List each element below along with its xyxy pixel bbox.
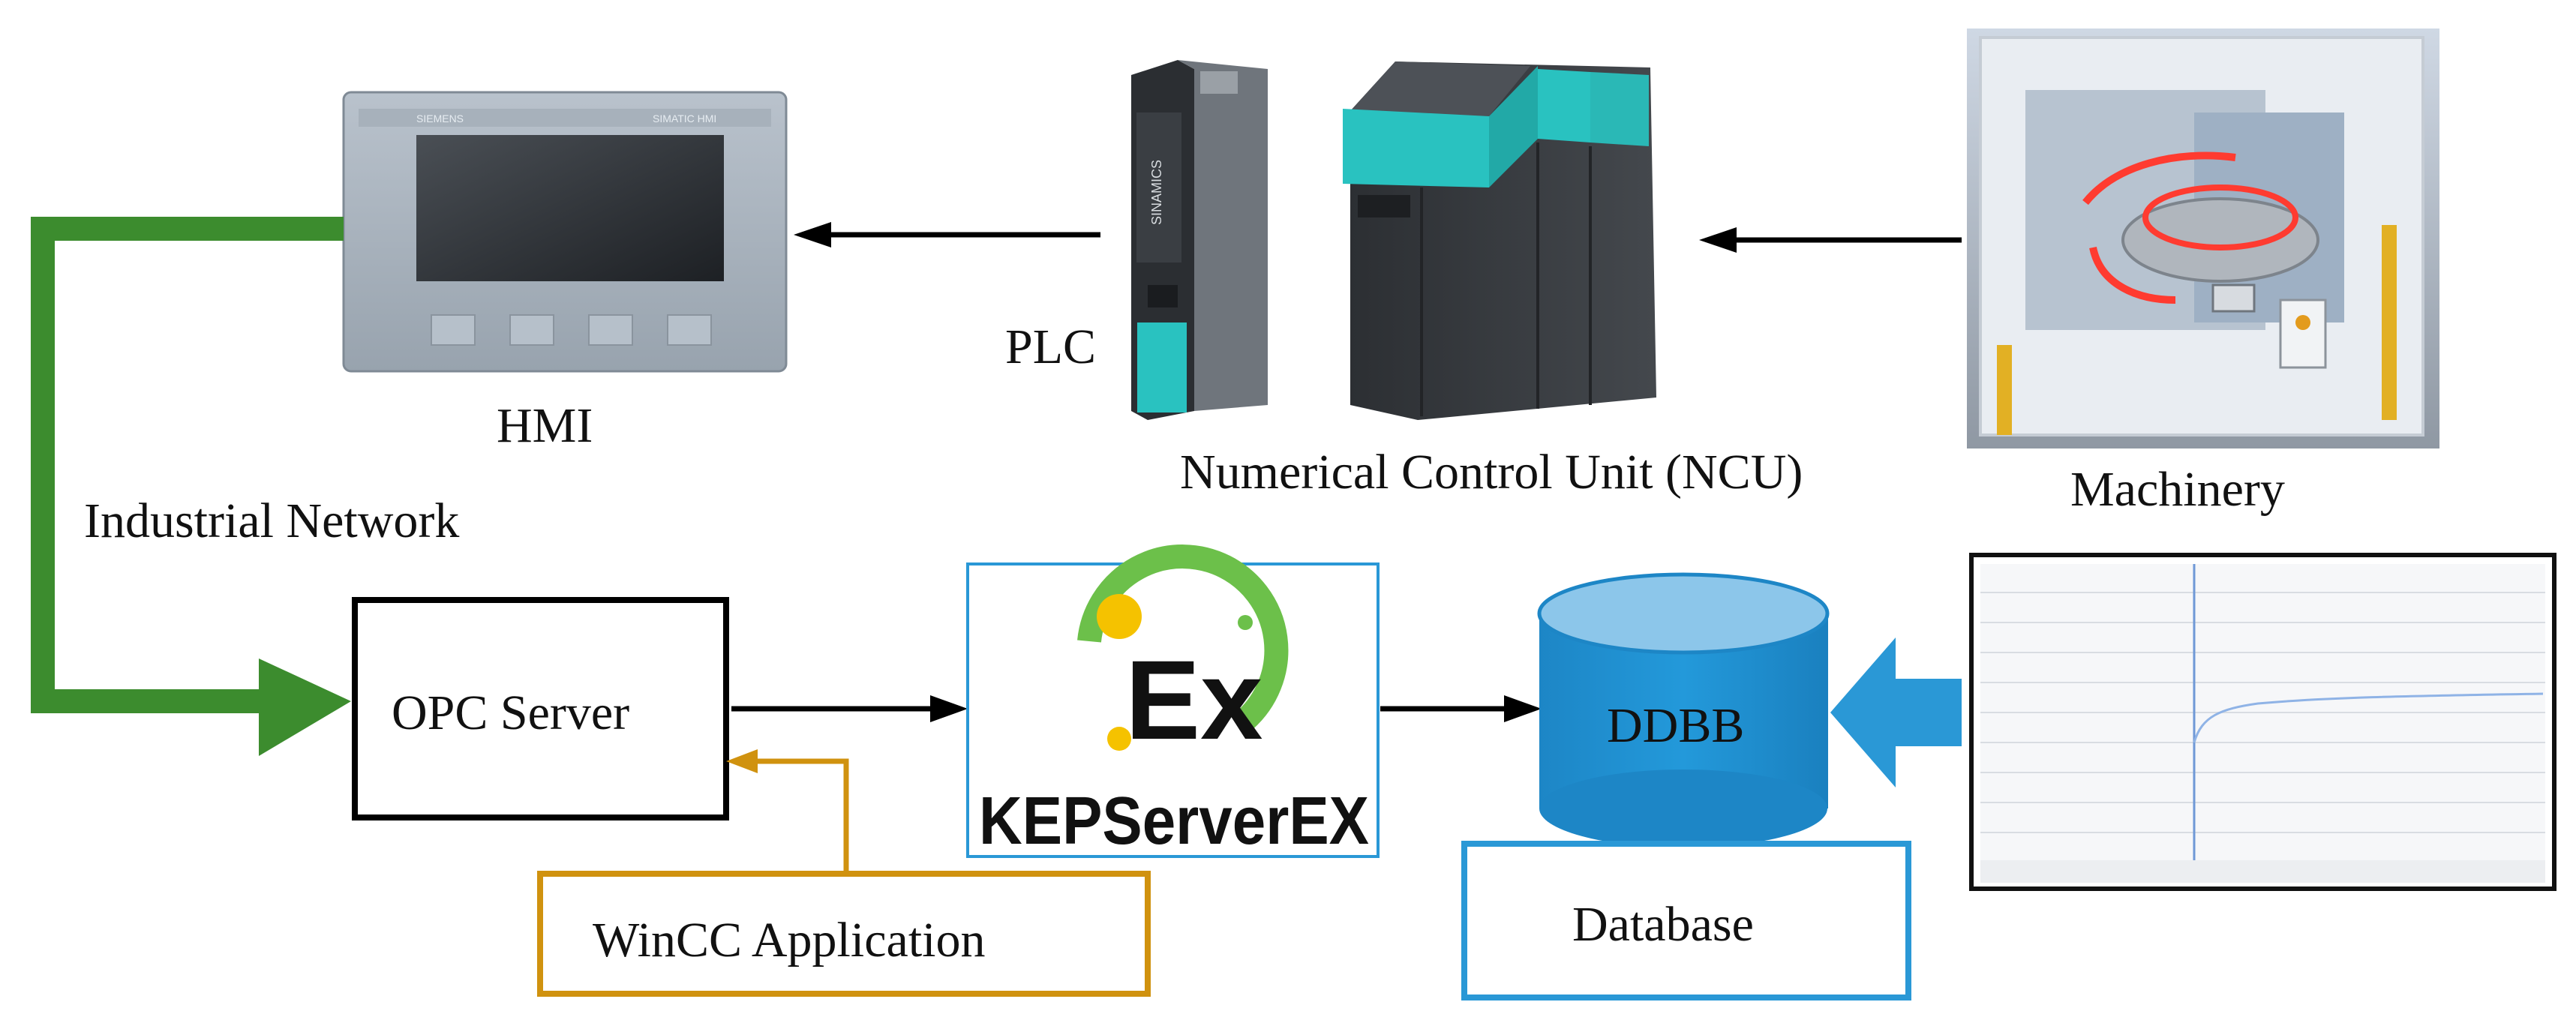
hmi-model-text: SIMATIC HMI bbox=[653, 112, 716, 124]
ncu-drive-icon bbox=[1343, 62, 1656, 420]
svg-text:Ex: Ex bbox=[1125, 637, 1262, 763]
arrow-chart-to-ddbb bbox=[1830, 638, 1962, 788]
database-cylinder-icon bbox=[1537, 572, 1830, 848]
machine-tool-photo bbox=[1967, 28, 2439, 448]
kepserver-box bbox=[966, 562, 1380, 858]
hmi-panel-icon bbox=[342, 91, 788, 373]
ncu-label: Numerical Control Unit (NCU) bbox=[1180, 445, 1803, 500]
industrial-network-arrow bbox=[31, 217, 351, 756]
hmi-label: HMI bbox=[497, 398, 593, 453]
plc-module-icon bbox=[1131, 60, 1268, 420]
database-label: Database bbox=[1572, 897, 1754, 952]
arrow-machinery-to-ncu bbox=[1699, 227, 1962, 253]
machinery-label: Machinery bbox=[2070, 462, 2285, 517]
arrow-opc-to-kepserver bbox=[731, 695, 968, 722]
industrial-network-label: Industrial Network bbox=[84, 494, 460, 548]
plc-label: PLC bbox=[1005, 320, 1097, 374]
trend-chart-screenshot bbox=[1969, 553, 2556, 891]
arrow-ncu-to-plc bbox=[794, 222, 1100, 248]
opc-server-box bbox=[352, 597, 729, 820]
arrow-wincc-to-opc bbox=[726, 749, 849, 874]
wincc-application-label: WinCC Application bbox=[593, 913, 986, 968]
ddbb-label: DDBB bbox=[1607, 698, 1745, 753]
kepserver-wordmark: KEPServerEX bbox=[979, 784, 1369, 859]
database-box bbox=[1461, 841, 1911, 1000]
kepserver-logo-icon: Ex bbox=[1077, 544, 1289, 763]
plc-brand-text: SINAMICS bbox=[1149, 160, 1164, 225]
arrow-kepserver-to-ddbb bbox=[1380, 695, 1542, 722]
hmi-brand-text: SIEMENS bbox=[416, 112, 464, 124]
wincc-application-box bbox=[537, 871, 1151, 997]
opc-server-label: OPC Server bbox=[392, 686, 630, 740]
